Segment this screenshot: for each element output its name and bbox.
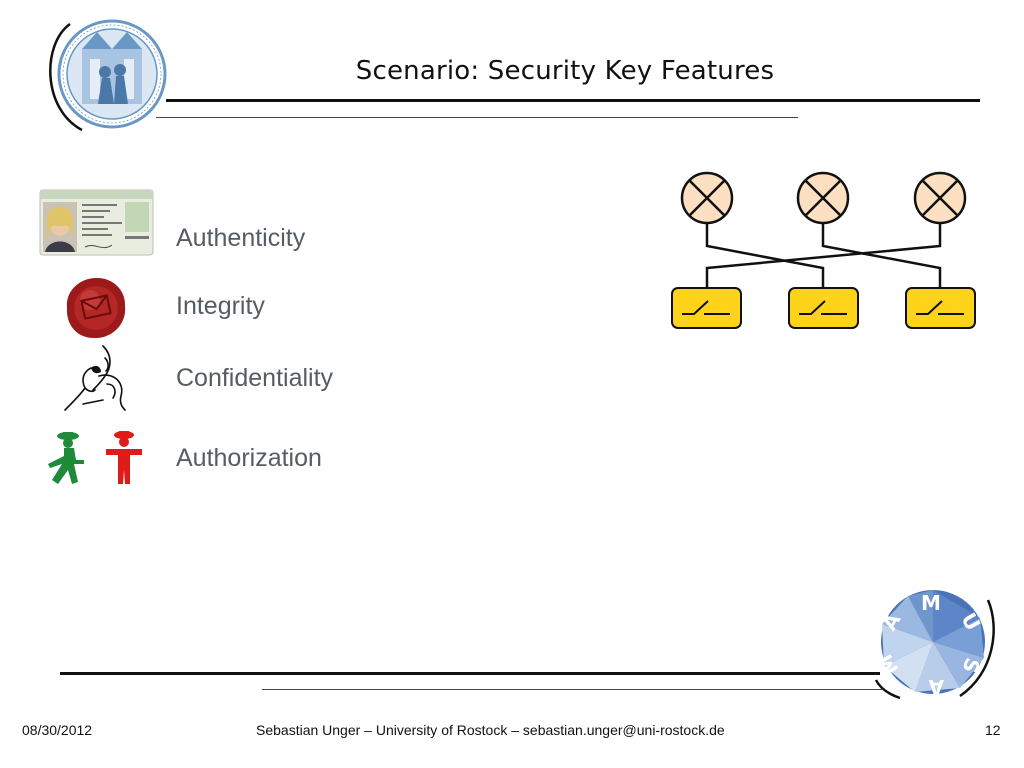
feature-label-confidentiality: Confidentiality [176, 364, 334, 392]
svg-text:A: A [928, 675, 944, 699]
footer-rule-thick [60, 672, 880, 675]
footer-rule-thin [262, 689, 882, 690]
svg-text:M: M [921, 591, 941, 615]
university-seal-logo [42, 14, 172, 134]
switch-1 [671, 287, 742, 329]
mamusa-logo: M U S A M A [870, 588, 1000, 700]
switch-2 [788, 287, 859, 329]
slide-title: Scenario: Security Key Features [355, 56, 775, 86]
traffic-light-men-icon [44, 430, 150, 486]
header-rule-thick [166, 99, 980, 102]
lamp-1 [680, 171, 734, 225]
id-card-icon [39, 189, 154, 256]
wire-lamp2-switch1 [821, 224, 942, 288]
feature-label-integrity: Integrity [176, 292, 265, 320]
switch-3 [905, 287, 976, 329]
wax-seal-icon [64, 276, 128, 340]
wire-lamp3-switch1 [705, 224, 942, 288]
feature-label-authenticity: Authenticity [176, 224, 306, 252]
lamp-2 [796, 171, 850, 225]
wire-lamp1-switch2 [705, 224, 825, 288]
feature-label-authorization: Authorization [176, 444, 322, 472]
header-rule-thin [156, 117, 798, 118]
footer-page-number: 12 [985, 722, 1001, 738]
lamp-switch-diagram [660, 168, 990, 338]
footer-author: Sebastian Unger – University of Rostock … [256, 722, 725, 738]
whisper-icon [63, 344, 129, 414]
footer-date: 08/30/2012 [22, 722, 93, 738]
lamp-3 [913, 171, 967, 225]
